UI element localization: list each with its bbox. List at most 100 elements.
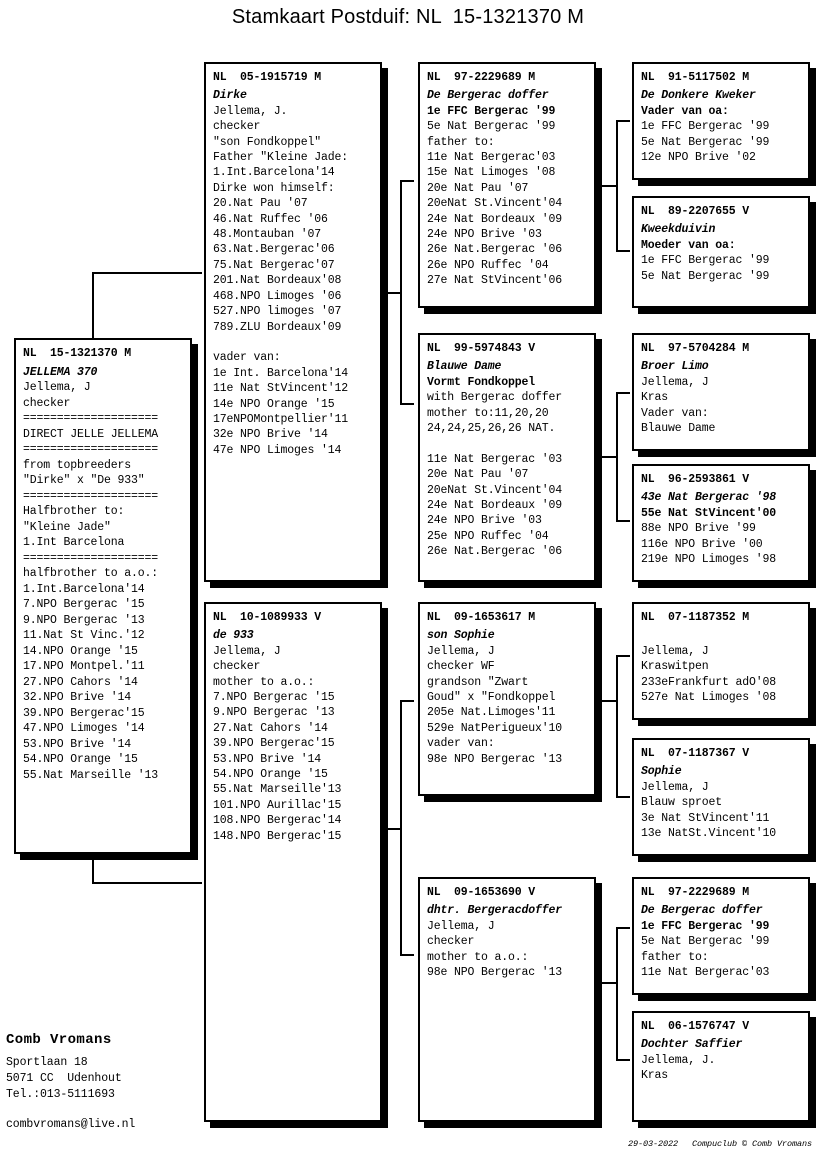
detail-line: 55.Nat Marseille '13 <box>23 768 159 782</box>
ring-number: NL 15-1321370 M <box>23 347 132 360</box>
detail-line: 5e Nat Bergerac '99 <box>641 269 770 283</box>
pigeon-nickname: Kweekduivin <box>641 223 716 237</box>
detail-line: 53.NPO Brive '14 <box>213 752 322 766</box>
detail-line: ==================== <box>23 489 159 503</box>
detail-line: Blauw sproet <box>641 796 723 810</box>
connector-subject-to-gen1-bottom <box>92 882 202 884</box>
owner-block: Comb Vromans Sportlaan 18 5071 CC Udenho… <box>6 1032 226 1133</box>
detail-line: 14.NPO Orange '15 <box>23 644 138 658</box>
connector-mm-bracket-vertical <box>616 927 618 1061</box>
connector-fm-to-gen3-top <box>616 392 630 394</box>
detail-line: with Bergerac doffer <box>427 391 563 405</box>
detail-line: 27.Nat Cahors '14 <box>213 721 328 735</box>
ring-number: NL 96-2593861 V <box>641 473 750 486</box>
detail-line: 468.NPO Limoges '06 <box>213 289 342 303</box>
detail-line: father to: <box>641 950 709 964</box>
detail-line: 54.NPO Orange '15 <box>23 753 138 766</box>
pigeon-nickname: Dochter Saffier <box>641 1038 743 1052</box>
detail-line: Jellema, J. <box>641 1053 716 1067</box>
pigeon-nickname: 43e Nat Bergerac '98 <box>641 491 777 505</box>
detail-line: 26e Nat.Bergerac '06 <box>427 243 563 257</box>
detail-line: 26e NPO Ruffec '04 <box>427 258 549 272</box>
detail-line: father to: <box>427 135 495 149</box>
connector-father-stem <box>384 292 402 294</box>
detail-line: 1.Int Barcelona <box>23 536 125 549</box>
detail-line: 55e Nat StVincent'00 <box>641 506 777 520</box>
detail-line: Jellema, J <box>427 644 495 658</box>
detail-line: 5e Nat Bergerac '99 <box>641 935 770 949</box>
detail-line: mother to:11,20,20 <box>427 406 549 420</box>
detail-line: 26e Nat.Bergerac '06 <box>427 545 563 559</box>
ring-number: NL 97-2229689 M <box>641 886 750 899</box>
detail-line: Kras <box>641 1069 669 1083</box>
detail-line: 46.Nat Ruffec '06 <box>213 212 328 226</box>
detail-line: 233eFrankfurt adO'08 <box>641 675 777 689</box>
connector-mother-stem <box>384 828 402 830</box>
detail-line: 39.NPO Bergerac'15 <box>23 706 145 720</box>
pigeon-nickname: Dirke <box>213 89 247 103</box>
connector-fm-to-gen3-bottom <box>616 520 630 522</box>
pigeon-nickname: de 933 <box>213 629 254 643</box>
detail-line: 1.Int.Barcelona'14 <box>23 582 145 596</box>
connector-mf-to-gen3-bottom <box>616 796 630 798</box>
pigeon-nickname: De Donkere Kweker <box>641 89 756 103</box>
detail-line: 15e Nat Limoges '08 <box>427 166 556 180</box>
owner-email[interactable]: combvromans@live.nl <box>6 1118 136 1131</box>
connector-ff-to-gen3-top <box>616 120 630 122</box>
detail-line: Kras <box>641 391 669 405</box>
detail-line: ==================== <box>23 412 159 425</box>
detail-line: 9.NPO Bergerac '13 <box>213 706 335 720</box>
ring-number: NL 97-2229689 M <box>427 71 536 84</box>
footer-date: 29-03-2022 <box>627 1139 678 1149</box>
detail-line: 11e Nat Bergerac '03 <box>427 452 563 466</box>
detail-line: Blauwe Dame <box>641 422 716 436</box>
detail-line: 11e Nat StVincent'12 <box>213 382 349 396</box>
detail-line: 529e NatPerigueux'10 <box>427 721 563 735</box>
owner-phone: Tel.:013-5111693 <box>6 1088 115 1101</box>
ring-number: NL 07-1187367 V <box>641 747 750 760</box>
detail-line: 20eNat St.Vincent'04 <box>427 197 563 211</box>
detail-line: 39.NPO Bergerac'15 <box>213 737 335 751</box>
detail-line: 27e Nat StVincent'06 <box>427 274 563 288</box>
detail-line: checker WF <box>427 660 495 674</box>
detail-line: 7.NPO Bergerac '15 <box>213 691 335 705</box>
connector-father-to-gen2-bottom <box>400 403 414 405</box>
detail-line: 47e NPO Limoges '14 <box>213 443 342 457</box>
detail-line: Father "Kleine Jade: <box>213 151 349 165</box>
detail-line: ==================== <box>23 551 159 565</box>
owner-spacer <box>6 1103 226 1117</box>
detail-line: checker <box>23 396 71 410</box>
connector-fm-stem <box>598 456 618 458</box>
owner-address: Sportlaan 18 <box>6 1056 88 1069</box>
detail-line: 48.Montauban '07 <box>213 228 322 242</box>
detail-line: 5e Nat Bergerac '99 <box>641 135 770 149</box>
ring-number: NL 06-1576747 V <box>641 1020 750 1033</box>
detail-line: 11.Nat St Vinc.'12 <box>23 629 145 642</box>
detail-line: Jellema, J <box>641 375 709 389</box>
detail-line: 20e Nat Pau '07 <box>427 468 529 482</box>
detail-line: 24e NPO Brive '03 <box>427 514 542 528</box>
